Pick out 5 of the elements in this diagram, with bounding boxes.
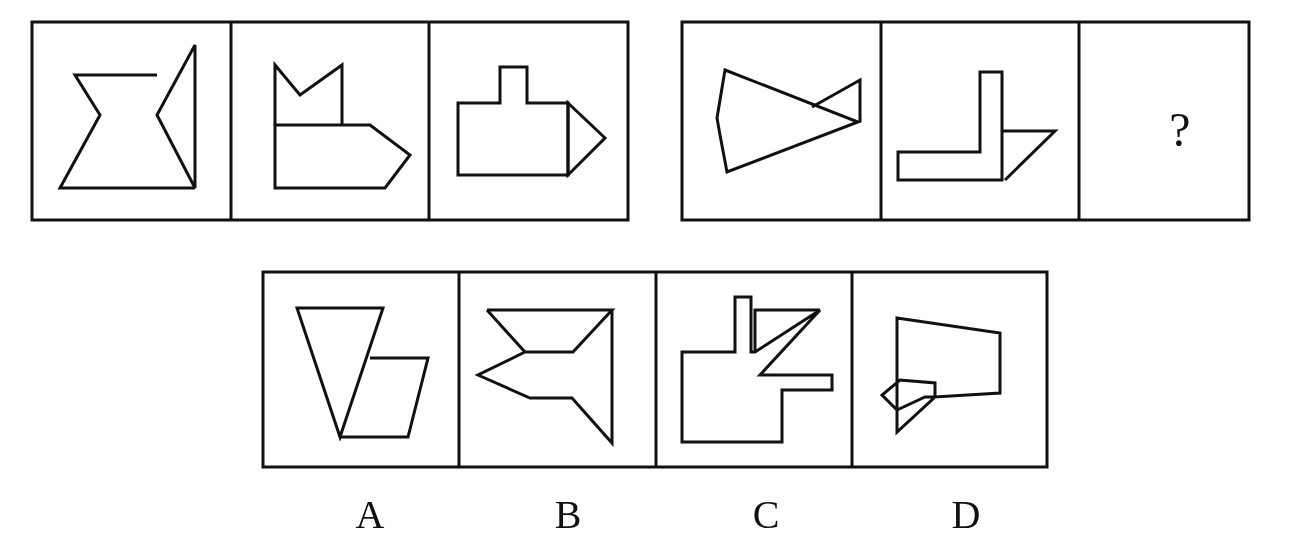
option-letter: D <box>951 495 981 535</box>
option-letter: C <box>752 495 780 535</box>
question-mark: ? <box>1169 110 1191 150</box>
option-letter: A <box>355 495 385 535</box>
option-letter: B <box>554 495 582 535</box>
